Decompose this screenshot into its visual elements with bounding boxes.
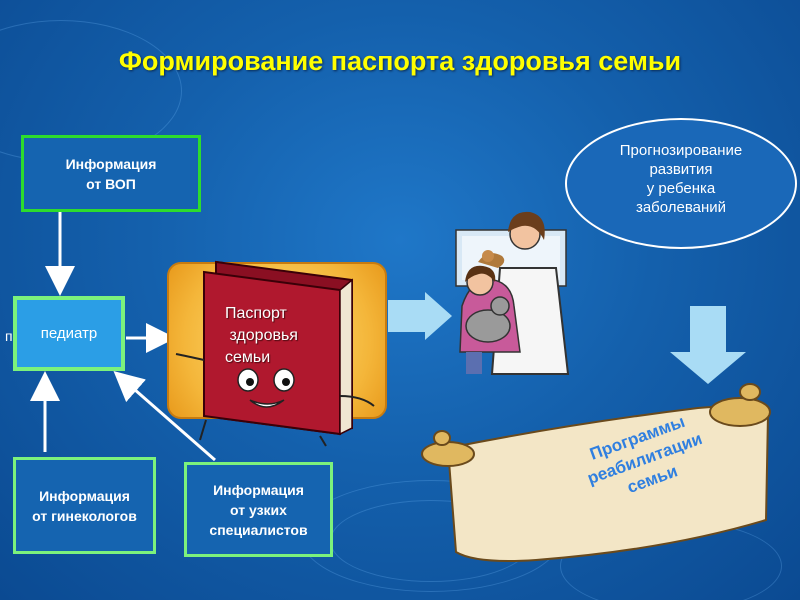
pediatrician-label: педиатр — [40, 324, 98, 342]
forecast-oval — [565, 118, 797, 249]
passport-line3: семьи — [225, 349, 271, 366]
passport-line1: Паспорт — [225, 305, 287, 322]
doctor-family-illustration — [455, 211, 570, 375]
info-vop-line2: от ВОП — [86, 175, 136, 192]
pediatrician-box: педиатр — [13, 296, 125, 371]
info-vop-line1: Информация — [65, 155, 157, 172]
info-gynecologists-line1: Информация — [39, 487, 130, 504]
passport-line2: здоровья — [225, 327, 298, 344]
arrow-specialists-to-pediatrician — [113, 371, 216, 462]
info-specialists-line1: Информация — [213, 481, 304, 498]
info-gynecologists-box: Информация от гинекологов — [13, 457, 156, 554]
slide-title: Формирование паспорта здоровья семьи — [118, 46, 682, 76]
info-specialists-line3: специалистов — [209, 521, 308, 538]
info-specialists-line2: от узких — [230, 501, 287, 518]
forecast-line3: у ребенка — [646, 180, 716, 197]
rehab-scroll-illustration — [421, 383, 771, 562]
pediatrician-cut-letter: п — [5, 328, 13, 344]
forecast-line1: Прогнозирование — [619, 142, 743, 159]
passport-label: Паспорт здоровья семьи — [225, 303, 298, 369]
info-vop-box: Информация от ВОП — [21, 135, 201, 212]
forecast-line2: развития — [649, 161, 713, 178]
forecast-line4: заболеваний — [635, 199, 727, 216]
info-gynecologists-line2: от гинекологов — [32, 507, 137, 524]
big-arrow-down — [670, 306, 746, 384]
big-arrow-right — [388, 292, 452, 340]
info-specialists-box: Информация от узких специалистов — [184, 462, 333, 557]
forecast-label: Прогнозирование развития у ребенка забол… — [565, 141, 797, 217]
